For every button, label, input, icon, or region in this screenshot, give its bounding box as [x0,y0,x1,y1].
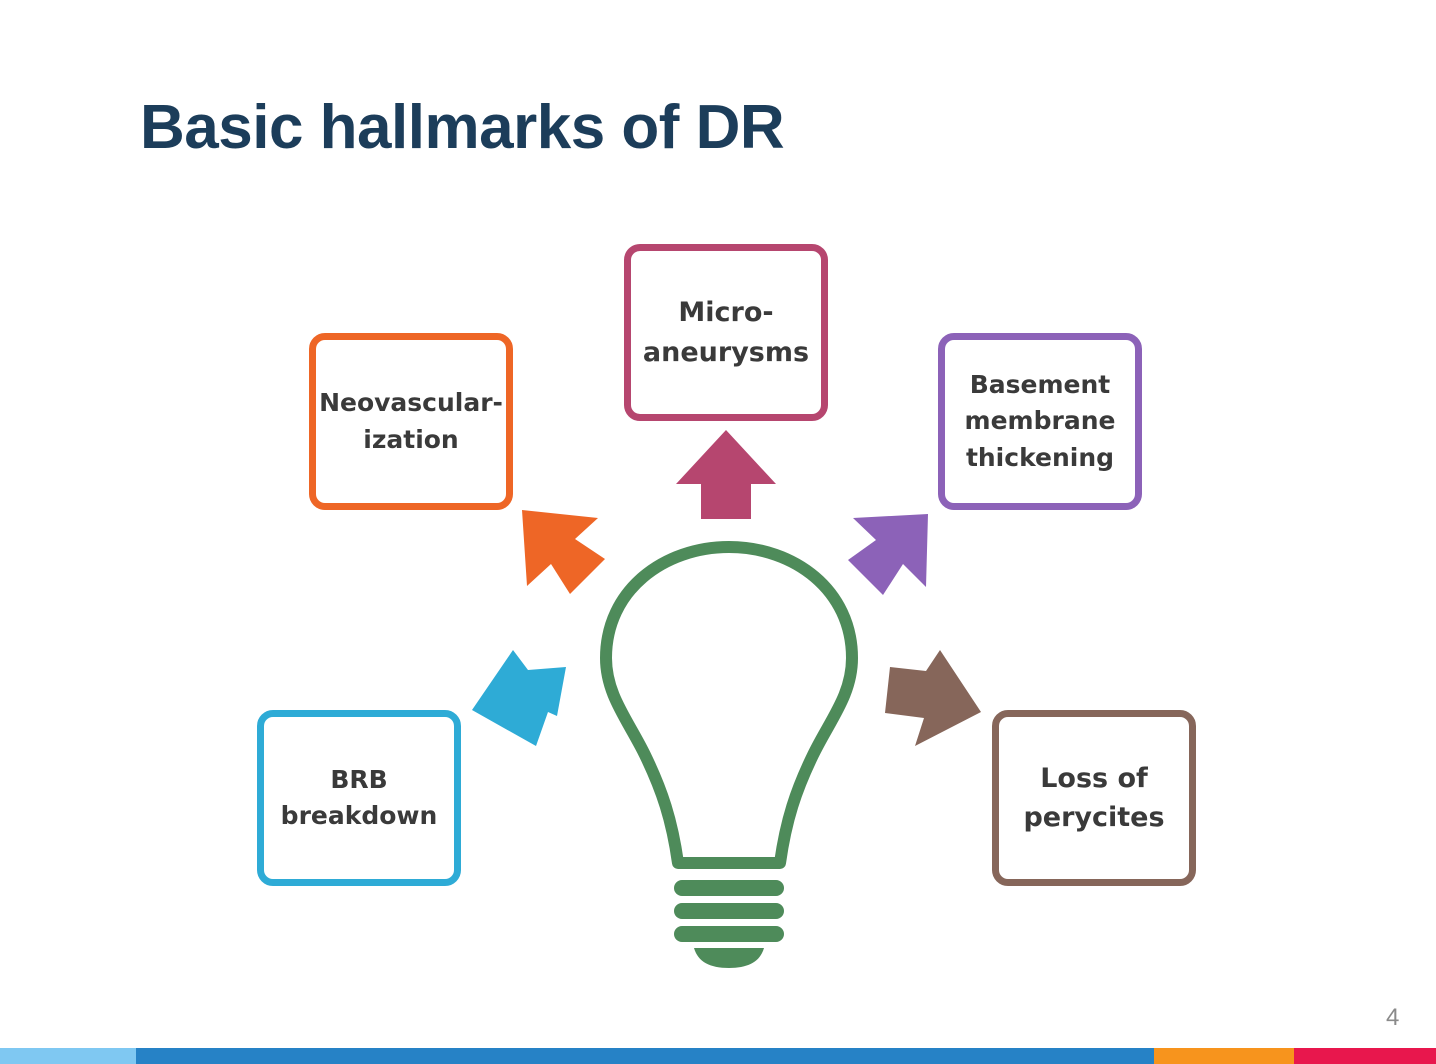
arrow-right-icon [885,650,981,746]
hallmark-label-line: ization [363,424,459,454]
bulb-base-ring-2 [674,903,784,919]
hallmark-label-line: Loss of [1040,762,1148,794]
hallmark-box-loss-of-pericytes: Loss of perycites [992,710,1196,886]
lightbulb-outline [600,541,858,869]
bulb-base-ring-1 [674,880,784,896]
hallmark-box-brb-breakdown: BRB breakdown [257,710,461,886]
slide-title: Basic hallmarks of DR [140,93,785,162]
hallmark-label-line: aneurysms [642,336,810,368]
arrow-up-left-icon [522,510,605,594]
footer-segment [0,1048,136,1064]
hallmark-label-line: perycites [1023,802,1165,833]
page-number: 4 [1386,1004,1400,1031]
hallmark-box-microaneurysms: Micro- aneurysms [624,244,828,421]
lightbulb-icon [600,541,858,968]
footer-segment [1294,1048,1436,1064]
hallmark-label-line: thickening [965,442,1115,472]
hallmark-box-basement-membrane: Basement membrane thickening [938,333,1142,510]
bulb-base-ring-3 [674,926,784,942]
arrow-up-right-icon [848,514,928,595]
hallmark-label-line: membrane [964,406,1116,436]
arrow-up-icon [676,430,776,519]
hallmark-label-line: Micro- [678,297,774,329]
footer-segment [1154,1048,1294,1064]
footer-segment [136,1048,1154,1064]
hallmark-label-line: BRB [330,764,388,794]
hallmark-label-line: Neovascular- [319,388,503,418]
hallmark-box-neovascularization: Neovascular- ization [309,333,513,510]
hallmark-label-line: breakdown [280,801,438,830]
hallmark-label-line: Basement [969,370,1111,400]
bulb-base-tip [694,948,764,968]
footer-color-bar [0,1048,1436,1064]
arrow-left-icon [472,650,566,746]
